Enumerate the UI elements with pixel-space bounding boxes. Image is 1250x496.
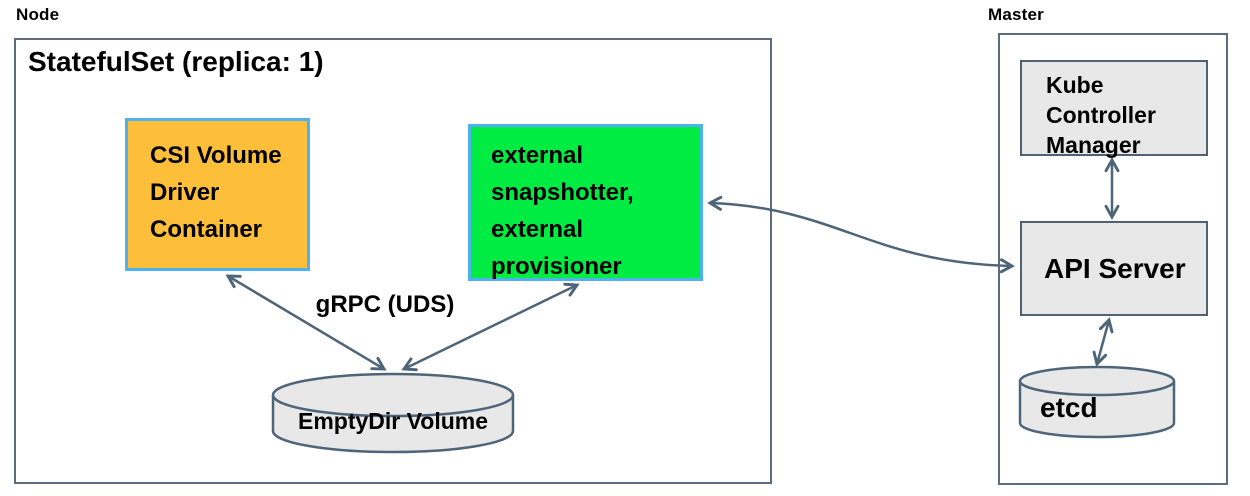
kube-controller-manager-box: Kube Controller Manager (1020, 60, 1208, 158)
etcd-label: etcd (1040, 392, 1098, 423)
kcm-box-line: Controller (1046, 102, 1156, 128)
grpc-uds-label: gRPC (UDS) (315, 291, 455, 318)
master-group-label: Master (988, 5, 1045, 24)
sidecar-box-line: external (491, 216, 584, 243)
api-server-box: API Server (1020, 221, 1208, 316)
node-group-label: Node (16, 5, 60, 24)
sidecar-box-line: snapshotter, (491, 179, 634, 206)
kcm-box-line: Manager (1046, 132, 1141, 158)
csi-box-line: CSI Volume (150, 142, 282, 169)
csi-volume-driver-container-box: CSI Volume Driver Container (125, 118, 310, 271)
emptydir-volume-label: EmptyDir Volume (298, 408, 488, 434)
sidecar-box-line: provisioner (491, 253, 622, 280)
sidecar-box-line: external (491, 142, 584, 169)
statefulset-label: StatefulSet (replica: 1) (28, 46, 324, 77)
csi-box-line: Container (150, 216, 263, 243)
external-snapshotter-provisioner-box: external snapshotter, external provision… (468, 124, 703, 281)
api-server-label: API Server (1044, 252, 1186, 284)
csi-box-line: Driver (150, 179, 220, 206)
kcm-box-line: Kube (1046, 72, 1104, 98)
